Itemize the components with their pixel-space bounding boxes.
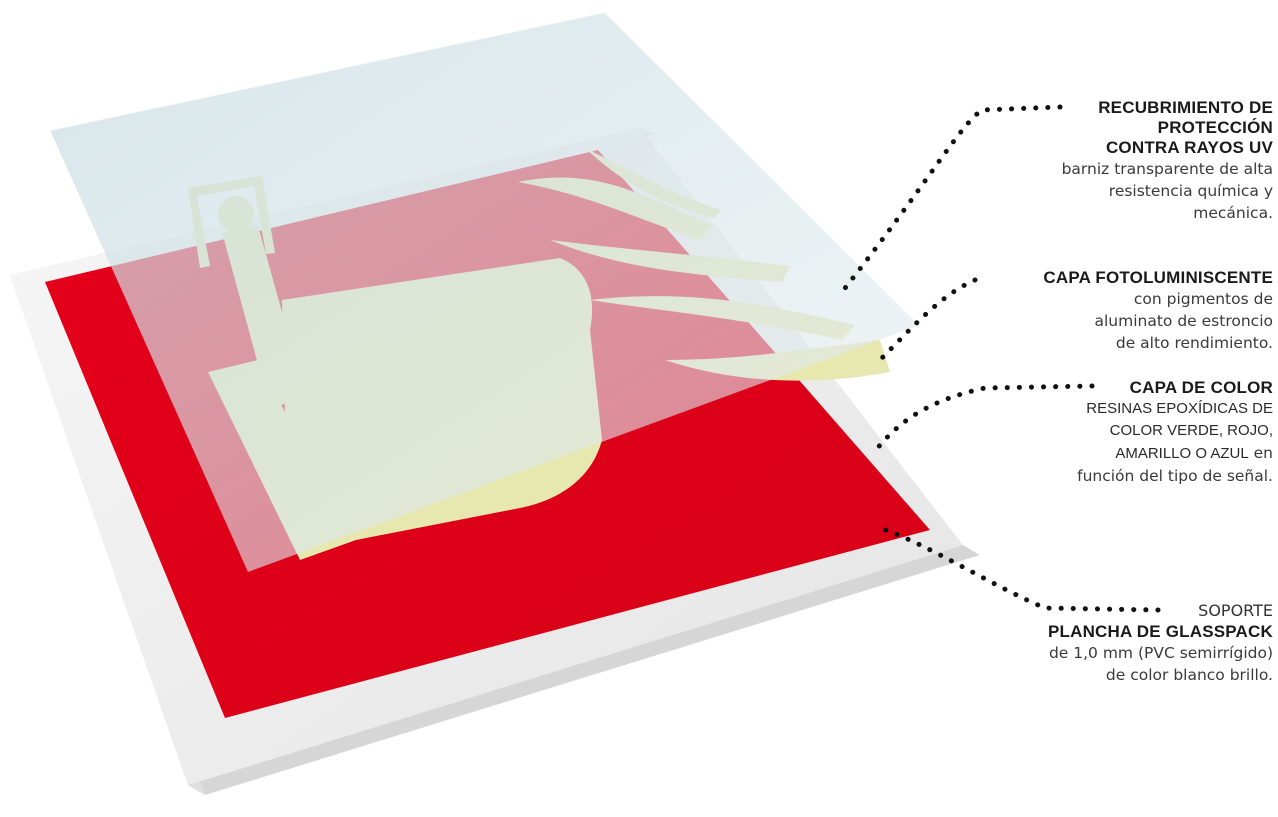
color-layer-caps-3: AMARILLO O AZUL [1115,445,1248,462]
uv-coating-desc-1: barniz transparente de alta [973,158,1273,180]
uv-coating-desc-3: mecánica. [973,202,1273,224]
photoluminescent-desc-2: aluminato de estroncio [953,310,1273,332]
uv-coating-title-2: PROTECCIÓN [973,118,1273,138]
callout-uv-coating: RECUBRIMIENTO DE PROTECCIÓN CONTRA RAYOS… [973,98,1273,224]
photoluminescent-title: CAPA FOTOLUMINISCENTE [953,268,1273,288]
photoluminescent-desc-1: con pigmentos de [953,288,1273,310]
color-layer-caps-1: RESINAS EPOXÍDICAS DE [973,398,1273,420]
photoluminescent-desc-3: de alto rendimiento. [953,332,1273,354]
color-layer-title: CAPA DE COLOR [973,378,1273,398]
color-layer-caps-3-suffix: en [1249,444,1273,462]
uv-coating-title-3: CONTRA RAYOS UV [973,138,1273,158]
uv-coating-desc-2: resistencia química y [973,180,1273,202]
color-layer-caps-3-row: AMARILLO O AZUL en [973,442,1273,465]
support-prefix: SOPORTE [953,600,1273,622]
support-title: PLANCHA DE GLASSPACK [953,622,1273,642]
uv-coating-title-1: RECUBRIMIENTO DE [973,98,1273,118]
callout-support: SOPORTE PLANCHA DE GLASSPACK de 1,0 mm (… [953,600,1273,686]
support-desc-1: de 1,0 mm (PVC semirrígido) [953,642,1273,664]
color-layer-caps-2: COLOR VERDE, ROJO, [973,420,1273,442]
callout-photoluminescent: CAPA FOTOLUMINISCENTE con pigmentos de a… [953,268,1273,354]
support-desc-2: de color blanco brillo. [953,664,1273,686]
color-layer-desc-1: función del tipo de señal. [973,465,1273,487]
callout-color-layer: CAPA DE COLOR RESINAS EPOXÍDICAS DE COLO… [973,378,1273,487]
